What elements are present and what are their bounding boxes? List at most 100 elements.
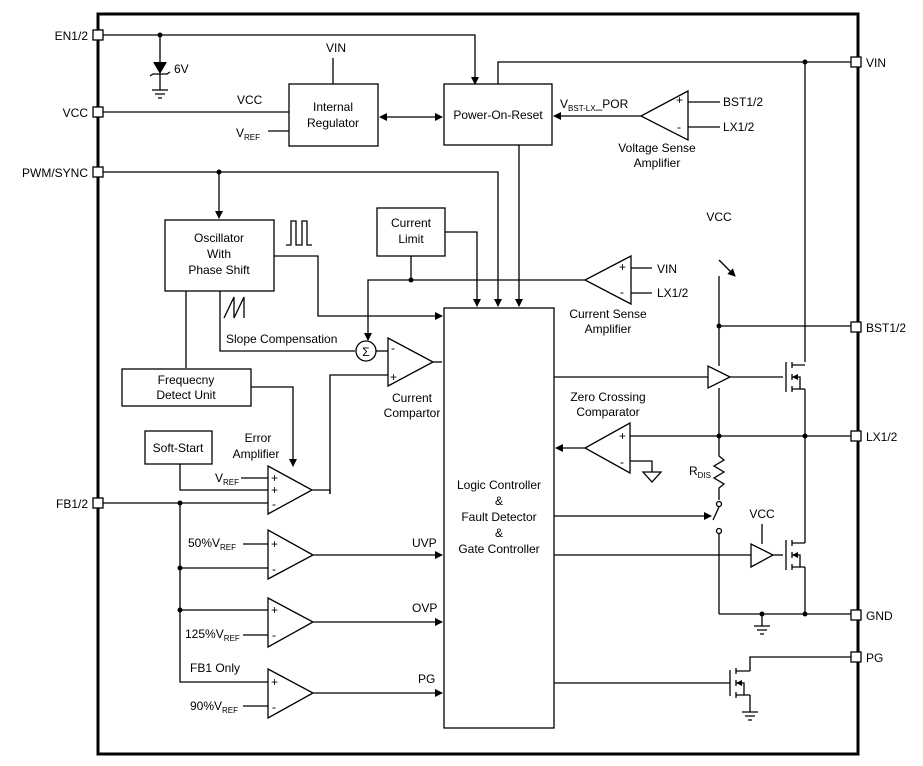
ovp-ref-label: 125%VREF <box>185 627 240 643</box>
regulator-line-2: Regulator <box>307 116 359 130</box>
pin-vin: VIN <box>850 56 886 70</box>
pin-lx-label: LX1/2 <box>866 430 898 444</box>
pin-gnd-label: GND <box>866 609 893 623</box>
svg-text:+: + <box>619 260 626 274</box>
lx-input-label: LX1/2 <box>723 120 755 134</box>
logic-line-3: Fault Detector <box>461 510 536 524</box>
pg-label: PG <box>418 672 435 686</box>
pin-vcc-label: VCC <box>63 106 89 120</box>
bst-input-label: BST1/2 <box>723 95 763 109</box>
uvp-label: UVP <box>412 536 437 550</box>
svg-text:+: + <box>619 429 626 443</box>
soft-start: Soft-Start <box>144 430 268 491</box>
fb1-only-label: FB1 Only <box>190 661 240 675</box>
logic-line-1: Logic Controller <box>457 478 541 492</box>
lx-rail <box>630 433 851 530</box>
svg-text:-: - <box>272 700 276 714</box>
high-side-mosfet <box>785 362 806 436</box>
logic-line-2: & <box>495 494 503 508</box>
zero-cross-line-1: Zero Crossing <box>570 390 645 404</box>
vref-ea-label: VREF <box>215 471 239 487</box>
svg-text:+: + <box>271 675 278 689</box>
pin-pwm: PWM/SYNC <box>22 166 104 180</box>
sawtooth-icon <box>223 296 245 319</box>
pin-fb-label: FB1/2 <box>56 497 88 511</box>
frequency-detect-unit: Frequecny Detect Unit <box>121 368 297 467</box>
pin-bst-label: BST1/2 <box>866 321 906 335</box>
svg-text:-: - <box>272 628 276 642</box>
logic-controller: Logic Controller & Fault Detector & Gate… <box>443 307 555 729</box>
high-side-driver <box>554 364 783 436</box>
uvp-comparator: + - 50%VREF UVP <box>188 528 443 581</box>
fb-wiring <box>103 500 268 683</box>
current-limit-line-1: Current <box>391 216 432 230</box>
regulator-wiring: VIN VCC VREF <box>103 41 443 142</box>
power-on-reset: Power-On-Reset <box>443 83 553 146</box>
sigma-symbol: Σ <box>362 345 369 359</box>
pg-mosfet <box>554 656 851 721</box>
vref-label: VREF <box>236 126 260 142</box>
pin-bst: BST1/2 <box>850 321 906 335</box>
current-sense-amplifier: + - VIN LX1/2 Current Sense Amplifier <box>569 254 689 336</box>
svg-text:-: - <box>620 455 624 469</box>
error-amp-line-2: Amplifier <box>233 447 280 461</box>
svg-text:+: + <box>271 471 278 485</box>
current-sense-line-1: Current Sense <box>569 307 647 321</box>
ground-symbol <box>152 89 168 99</box>
voltage-sense-line-2: Amplifier <box>634 156 681 170</box>
soft-start-label: Soft-Start <box>153 441 204 455</box>
error-amplifier: + + - VREF Error Amplifier <box>215 431 331 516</box>
internal-regulator: Internal Regulator <box>288 83 379 147</box>
logic-line-4: & <box>495 526 503 540</box>
oscillator: Oscillator With Phase Shift <box>164 219 275 292</box>
current-comp-line-2: Compartor <box>384 406 441 420</box>
svg-text:+: + <box>390 370 397 384</box>
vin-top-label: VIN <box>326 41 346 55</box>
current-sense-line-2: Amplifier <box>585 322 632 336</box>
current-comp-line-1: Current <box>392 391 433 405</box>
low-side-driver: VCC <box>554 507 783 569</box>
svg-text:+: + <box>271 537 278 551</box>
svg-text:-: - <box>391 341 395 355</box>
vcc-reg-label: VCC <box>237 93 263 107</box>
voltage-sense-amplifier: + - BST1/2 LX1/2 VBST-LX_POR Voltage Sen… <box>553 89 763 170</box>
svg-text:+: + <box>271 483 278 497</box>
pin-vin-label: VIN <box>866 56 886 70</box>
freq-line-2: Detect Unit <box>156 388 216 402</box>
svg-text:+: + <box>271 603 278 617</box>
vcc-switch-label: VCC <box>706 210 732 224</box>
zero-crossing-comparator: + - Zero Crossing Comparator <box>555 390 663 483</box>
svg-text:-: - <box>677 120 681 134</box>
pin-pg-label: PG <box>866 651 883 665</box>
oscillator-wiring: Slope Compensation <box>185 255 443 368</box>
vbst-por-label: VBST-LX_POR <box>560 97 629 113</box>
osc-line-3: Phase Shift <box>188 263 250 277</box>
svg-text:-: - <box>272 562 276 576</box>
en-wiring <box>103 32 479 85</box>
freq-line-1: Frequecny <box>158 373 215 387</box>
por-label: Power-On-Reset <box>453 108 543 122</box>
pin-fb: FB1/2 <box>56 497 104 511</box>
logic-line-5: Gate Controller <box>458 542 539 556</box>
current-limit-line-2: Limit <box>398 232 424 246</box>
uvp-ref-label: 50%VREF <box>188 536 236 552</box>
pin-pg: PG <box>850 651 883 665</box>
slope-comp-label: Slope Compensation <box>226 332 337 346</box>
discharge-resistor: RDIS <box>554 436 726 614</box>
voltage-sense-line-1: Voltage Sense <box>618 141 696 155</box>
chip-outline <box>96 12 860 756</box>
rdis-label: RDIS <box>689 464 711 480</box>
osc-line-1: Oscillator <box>194 231 244 245</box>
summing-node: Σ <box>355 340 388 362</box>
vcc-low-label: VCC <box>749 507 775 521</box>
low-side-mosfet <box>785 530 806 614</box>
pwm-wiring <box>103 169 502 307</box>
ovp-comparator: + - 125%VREF OVP <box>185 596 443 649</box>
bst-rail <box>716 323 851 366</box>
vin-rail <box>497 59 851 362</box>
svg-text:-: - <box>272 497 276 511</box>
svg-text:-: - <box>620 285 624 299</box>
gnd-rail <box>719 611 851 635</box>
svg-text:+: + <box>676 93 683 107</box>
